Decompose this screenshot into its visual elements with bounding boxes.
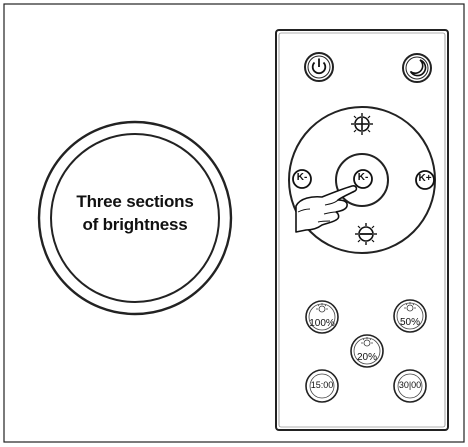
k-right-label: K+: [418, 173, 432, 184]
preset-50-button[interactable]: [393, 299, 427, 333]
k-left-label: K-: [296, 172, 308, 183]
timer-15-button[interactable]: [305, 369, 339, 403]
sun-minus-icon: [355, 223, 377, 245]
preset-50-label: 50%: [399, 317, 420, 328]
outer-border: [3, 3, 465, 443]
preset-100-button[interactable]: [305, 300, 339, 334]
k-center-label: K-: [357, 172, 369, 183]
sun-plus-icon: [351, 113, 373, 135]
k-left-button[interactable]: [292, 169, 312, 189]
brightness-up-button[interactable]: [351, 113, 373, 135]
power-icon: [311, 58, 327, 75]
timer-30-label: 30|00: [398, 380, 422, 390]
remote-inner-edge: [278, 32, 446, 428]
sun-icon: [404, 302, 416, 312]
brightness-down-button[interactable]: [355, 223, 377, 245]
preset-20-button[interactable]: [350, 334, 384, 368]
hand-pointer-icon: [295, 185, 358, 233]
remote-body: [275, 29, 449, 431]
sun-icon: [316, 303, 328, 313]
dpad-ring: [288, 106, 436, 254]
brightness-caption: Three sections of brightness: [52, 190, 218, 236]
timer-15-label: 15:00: [310, 380, 334, 390]
dpad-center-ring: [335, 153, 389, 207]
power-button[interactable]: [304, 52, 334, 82]
brightness-ring-outer: [37, 120, 233, 316]
caption-line-2: of brightness: [82, 215, 188, 234]
preset-100-label: 100%: [309, 318, 335, 329]
timer-30-button[interactable]: [393, 369, 427, 403]
sleep-button[interactable]: [402, 53, 432, 83]
preset-20-label: 20%: [356, 352, 377, 363]
sun-icon: [361, 337, 373, 347]
moon-icon: [409, 59, 427, 77]
brightness-ring-inner: [50, 133, 220, 303]
k-center-button[interactable]: [353, 169, 373, 189]
k-right-button[interactable]: [415, 170, 435, 190]
caption-line-1: Three sections: [76, 192, 194, 211]
